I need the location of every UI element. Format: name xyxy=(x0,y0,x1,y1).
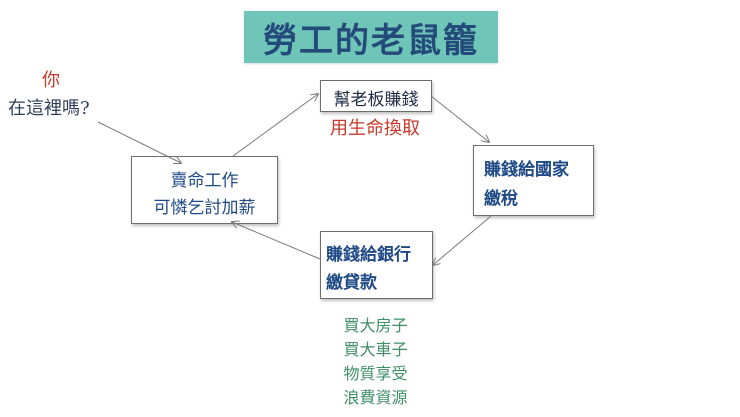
question-line-1: 你 xyxy=(42,70,60,91)
node-bank-line-2: 繳貸款 xyxy=(326,273,377,293)
node-sell-line-2: 可憐乞討加薪 xyxy=(153,198,256,218)
spending-item: 買大車子 xyxy=(343,340,408,359)
node-sell: 賣命工作 可憐乞討加薪 xyxy=(131,156,278,224)
node-bank-line-1: 賺錢給銀行 xyxy=(326,245,411,265)
arrow-bank-to-sell xyxy=(232,222,321,260)
arrow-sell-to-boss xyxy=(232,94,318,157)
node-tax-line-1: 賺錢給國家 xyxy=(484,160,569,180)
arrow-question-to-sell xyxy=(97,121,181,163)
node-boss-note: 用生命換取 xyxy=(330,118,420,139)
node-boss-label: 幫老板賺錢 xyxy=(333,90,419,110)
page-title: 勞工的老鼠籠 xyxy=(263,20,479,61)
spending-item: 買大房子 xyxy=(343,316,408,335)
node-sell-line-1: 賣命工作 xyxy=(170,171,239,191)
arrow-tax-to-bank xyxy=(433,215,492,265)
title-banner: 勞工的老鼠籠 xyxy=(244,11,498,63)
node-bank: 賺錢給銀行 繳貸款 xyxy=(320,231,433,299)
spending-item: 物質享受 xyxy=(343,364,408,383)
question-line-2: 在這裡嗎? xyxy=(8,98,90,119)
node-tax-line-2: 繳稅 xyxy=(484,189,518,209)
node-boss: 幫老板賺錢 xyxy=(320,80,432,112)
spending-item: 浪費資源 xyxy=(343,388,408,407)
arrow-boss-to-tax xyxy=(430,95,489,142)
node-tax: 賺錢給國家 繳稅 xyxy=(473,145,594,216)
